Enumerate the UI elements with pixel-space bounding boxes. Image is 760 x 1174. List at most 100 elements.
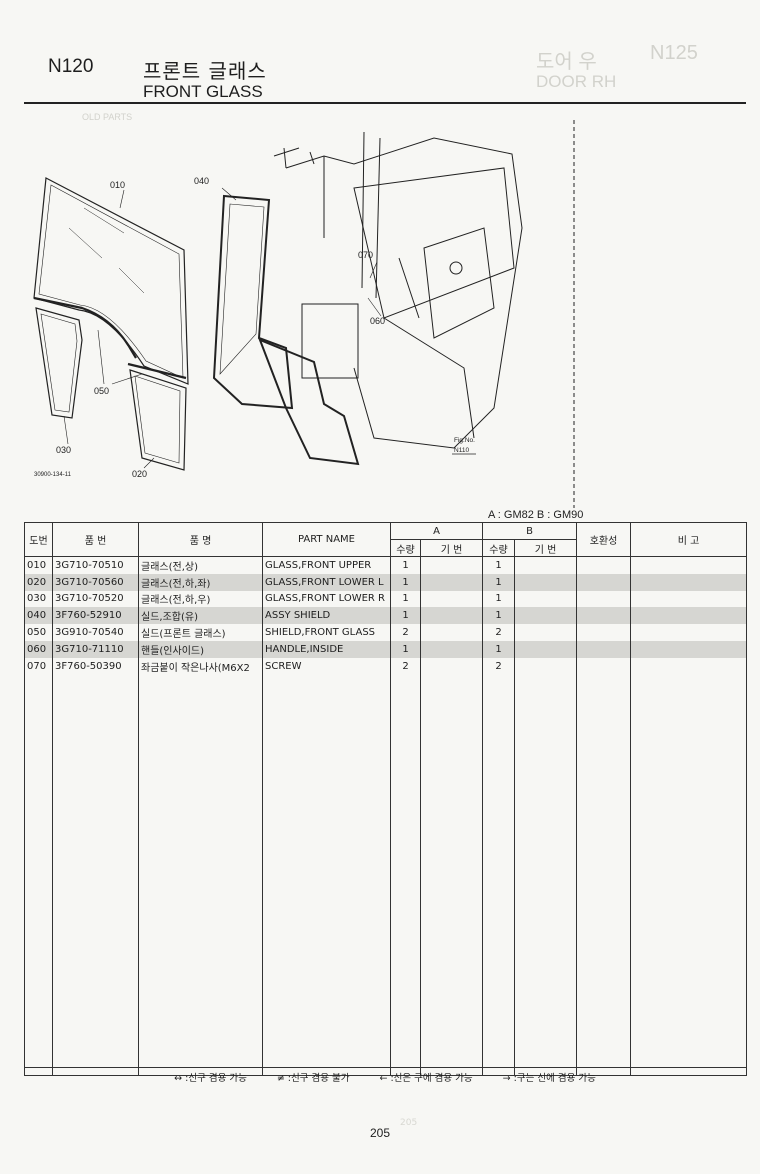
cell-serial-b [514, 607, 577, 625]
cell-qty-b: 1 [482, 573, 515, 591]
cell-part-no: 3G910-70540 [52, 624, 139, 641]
cell-no: 010 [24, 556, 53, 574]
exploded-parts-diagram: 010 040 070 060 050 030 020 30900-134-11… [33, 120, 575, 508]
image-code: 30900-134-11 [34, 472, 72, 478]
cell-name-en: GLASS,FRONT UPPER [262, 556, 391, 574]
cell-qty-b: 1 [482, 607, 515, 625]
cell-qty-b: 1 [482, 640, 515, 658]
fig-ref-label: Fig.No. [454, 437, 475, 444]
cell-interchange [576, 640, 631, 658]
cell-no: 060 [24, 640, 53, 658]
cell-name-en: ASSY SHIELD [262, 607, 391, 625]
show-through-code: N125 [650, 42, 698, 64]
table-row: 010 3G710-70510 글래스(전,상) GLASS,FRONT UPP… [24, 556, 747, 574]
cell-name-kr: 글래스(전,하,우) [138, 590, 263, 608]
cell-serial-a [420, 640, 483, 658]
cell-serial-b [514, 624, 577, 641]
cell-remarks [630, 657, 747, 675]
callout-020: 020 [132, 469, 147, 479]
cell-name-en: HANDLE,INSIDE [262, 640, 391, 658]
header-rule [24, 102, 746, 104]
legend-item: ← :신은 구에 겸용 가능 [379, 1073, 473, 1084]
cell-qty-a: 1 [390, 590, 421, 608]
cell-name-kr: 핸들(인사이드) [138, 640, 263, 658]
glass-front-upper-drawing [33, 177, 189, 385]
cell-interchange [576, 590, 631, 608]
cell-qty-a: 1 [390, 640, 421, 658]
section-title-korean: 프론트 글래스 [143, 59, 267, 83]
cell-part-no: 3G710-71110 [52, 640, 139, 658]
leader-lines [63, 187, 382, 469]
section-title-english: FRONT GLASS [143, 82, 263, 101]
col-header-part-name: PART NAME [262, 522, 391, 557]
show-through-page-number: 205 [400, 1118, 418, 1128]
cell-qty-a: 1 [390, 573, 421, 591]
col-header-part-no: 품 번 [52, 522, 139, 557]
table-row: 070 3F760-50390 좌금붙이 작은나사(M6X2 SCREW 2 2 [24, 657, 747, 675]
callout-040: 040 [194, 176, 209, 186]
callout-070: 070 [358, 250, 373, 260]
cell-no: 030 [24, 590, 53, 608]
cell-serial-a [420, 607, 483, 625]
cell-no: 040 [24, 607, 53, 625]
cell-no: 070 [24, 657, 53, 675]
cell-name-en: SHIELD,FRONT GLASS [262, 624, 391, 641]
cell-remarks [630, 590, 747, 608]
cell-name-kr: 글래스(전,상) [138, 556, 263, 574]
cell-no: 050 [24, 624, 53, 641]
cell-interchange [576, 573, 631, 591]
col-header-group-b: B [482, 522, 577, 540]
cell-serial-a [420, 556, 483, 574]
page-number: 205 [369, 1126, 391, 1140]
cell-name-kr: 실드(프론트 글래스) [138, 624, 263, 641]
cell-serial-b [514, 590, 577, 608]
handle-inside-drawing [301, 303, 359, 379]
cell-serial-b [514, 640, 577, 658]
col-header-remarks: 비 고 [630, 522, 747, 557]
cell-qty-a: 1 [390, 607, 421, 625]
callout-030: 030 [56, 445, 71, 455]
table-row: 030 3G710-70520 글래스(전,하,우) GLASS,FRONT L… [24, 590, 747, 608]
cell-name-en: GLASS,FRONT LOWER R [262, 590, 391, 608]
cell-part-no: 3G710-70510 [52, 556, 139, 574]
table-row: 060 3G710-71110 핸들(인사이드) HANDLE,INSIDE 1… [24, 640, 747, 658]
cell-qty-a: 2 [390, 657, 421, 675]
cell-part-no: 3F760-50390 [52, 657, 139, 675]
glass-front-lower-left-drawing [129, 369, 187, 471]
cell-name-kr: 글래스(전,하,좌) [138, 573, 263, 591]
cell-serial-a [420, 657, 483, 675]
table-row: 050 3G910-70540 실드(프론트 글래스) SHIELD,FRONT… [24, 624, 747, 641]
fig-ref-code: N110 [454, 447, 469, 454]
cell-name-en: SCREW [262, 657, 391, 675]
legend-item: ≠ :신구 겸용 불가 [276, 1073, 350, 1084]
cell-name-en: GLASS,FRONT LOWER L [262, 573, 391, 591]
cell-no: 020 [24, 573, 53, 591]
cell-serial-b [514, 657, 577, 675]
col-header-qty-a: 수량 [390, 539, 421, 557]
cab-frame-drawing [273, 131, 523, 449]
callout-050: 050 [94, 386, 109, 396]
cell-name-kr: 실드,조합(유) [138, 607, 263, 625]
cell-serial-b [514, 556, 577, 574]
cell-remarks [630, 556, 747, 574]
col-header-group-a: A [390, 522, 483, 540]
cell-interchange [576, 624, 631, 641]
shield-front-glass-drawing [33, 296, 137, 359]
cell-serial-a [420, 624, 483, 641]
show-through-title: 도어 우 [536, 51, 597, 73]
col-header-serial-a: 기 번 [420, 539, 483, 557]
parts-table: 도번 품 번 품 명 PART NAME A B 호환성 비 고 수량 기 번 … [24, 522, 747, 1076]
cell-serial-b [514, 573, 577, 591]
cell-interchange [576, 556, 631, 574]
cell-qty-a: 2 [390, 624, 421, 641]
col-header-serial-b: 기 번 [514, 539, 577, 557]
cell-remarks [630, 640, 747, 658]
show-through-subtitle: DOOR RH [536, 72, 617, 91]
cell-interchange [576, 607, 631, 625]
cell-serial-a [420, 573, 483, 591]
footer-rule [24, 1067, 746, 1068]
legend-item: ↔ :신구 겸용 가능 [174, 1073, 247, 1084]
legend-item: → :구는 신에 겸용 가능 [502, 1073, 596, 1084]
col-header-no: 도번 [24, 522, 53, 557]
cell-part-no: 3G710-70520 [52, 590, 139, 608]
